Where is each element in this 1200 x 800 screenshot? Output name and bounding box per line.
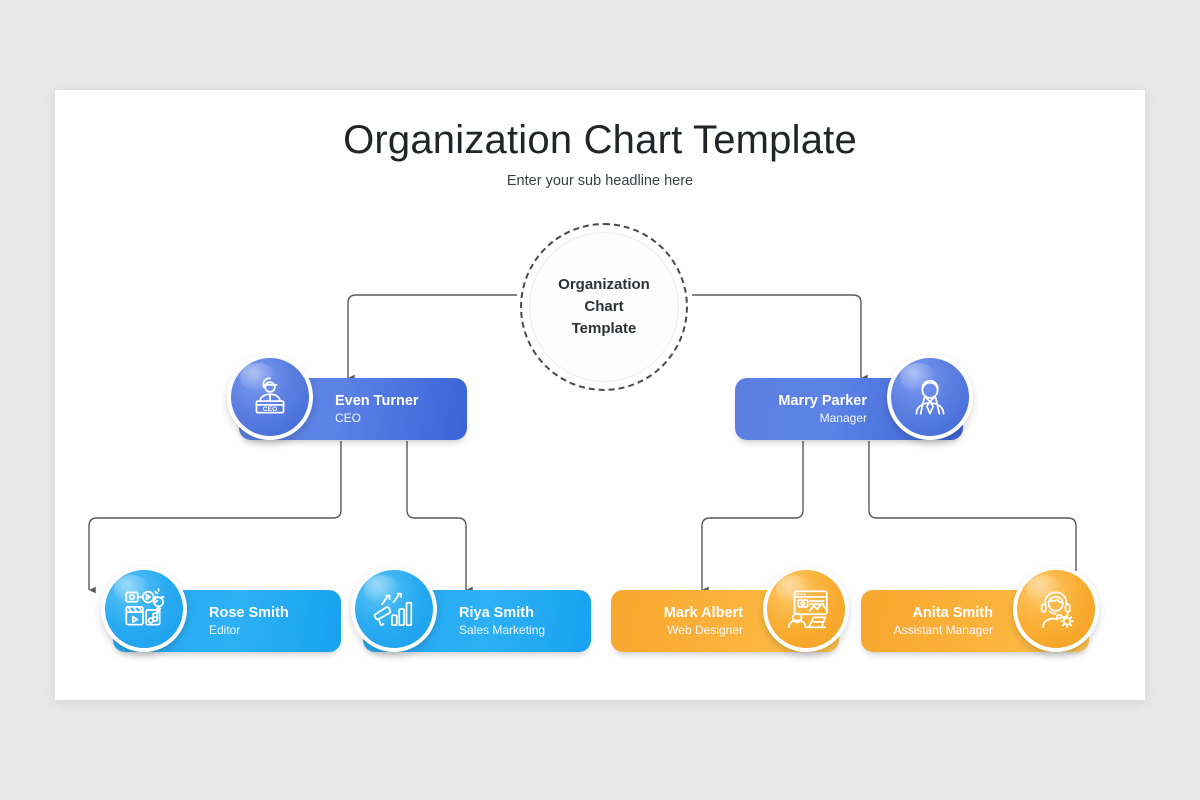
businessman-icon [887, 354, 973, 440]
connector-ceo-to-editor [88, 441, 342, 594]
root-node-inner: Organization Chart Template [529, 232, 679, 382]
svg-text:CEO: CEO [263, 406, 277, 413]
root-line-2: Chart [584, 298, 624, 316]
webdesigner-role: Web Designer [667, 622, 743, 637]
root-node-dashed-circle-icon[interactable]: Organization Chart Template [520, 223, 688, 391]
root-line-3: Template [571, 319, 637, 337]
web-design-workstation-icon [763, 566, 849, 652]
page-title: Organization Chart Template [343, 118, 857, 162]
ceo-name: Even Turner [335, 392, 419, 409]
page-subtitle: Enter your sub headline here [506, 173, 694, 189]
root-node-label: Organization Chart Template [558, 274, 650, 339]
connector-root-to-ceo [347, 294, 517, 382]
connector-manager-to-webdesigner [701, 441, 804, 594]
connector-lines [88, 294, 1083, 594]
connector-manager-to-assistant [868, 441, 1083, 594]
sales-name: Riya Smith [459, 604, 534, 621]
root-line-1: Organization [558, 276, 650, 294]
growth-chart-megaphone-icon [351, 566, 437, 652]
media-editing-icon [101, 566, 187, 652]
webdesigner-name: Mark Albert [663, 604, 743, 621]
editor-name: Rose Smith [209, 604, 289, 621]
manager-name: Marry Parker [778, 392, 867, 409]
sales-role: Sales Marketing [459, 622, 546, 637]
presentation-slide: Organization Chart Template Enter your s… [55, 90, 1145, 700]
manager-role: Manager [819, 410, 867, 425]
editor-role: Editor [209, 622, 241, 637]
ceo-role: CEO [335, 410, 362, 425]
assistant-role: Assistant Manager [893, 622, 993, 637]
connector-root-to-manager [692, 294, 868, 382]
connector-ceo-to-sales [406, 441, 473, 594]
speaker-podium-icon: CEO [227, 354, 313, 440]
support-headset-gear-icon [1013, 566, 1099, 652]
assistant-name: Anita Smith [912, 604, 993, 621]
